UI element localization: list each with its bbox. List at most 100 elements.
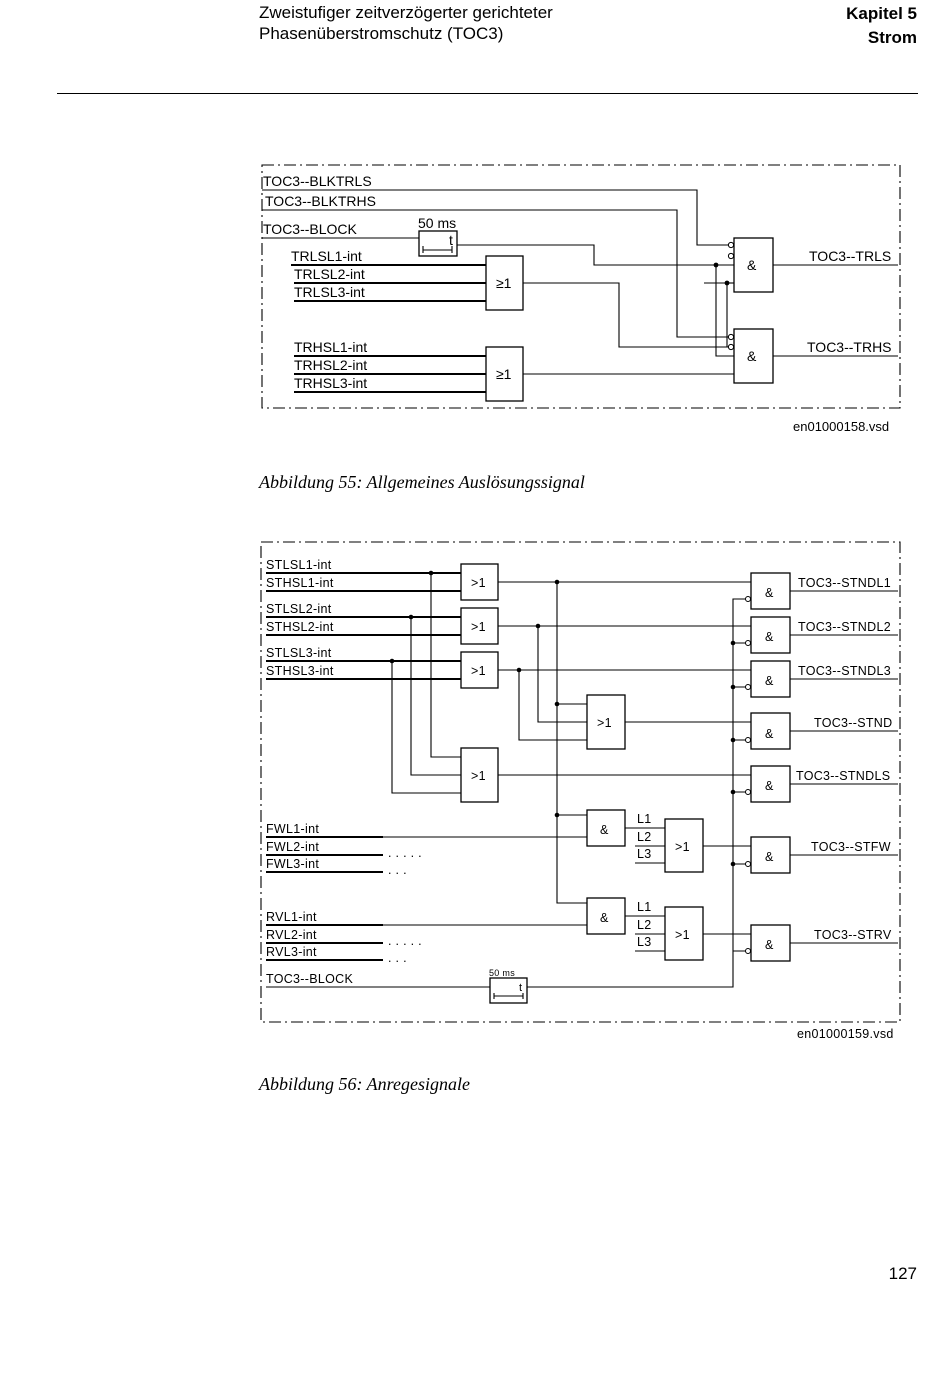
and-gate-trls-symbol: & (747, 257, 757, 273)
rv-phase-l2: L2 (637, 918, 652, 932)
label-fwl1: FWL1-int (266, 822, 319, 836)
or-gate-l1 (460, 563, 499, 601)
junction-d (554, 579, 560, 585)
negation-stnd (745, 737, 751, 743)
junction-c (389, 658, 395, 664)
or-gate-l3 (460, 651, 499, 689)
label-rvl1: RVL1-int (266, 910, 317, 924)
output-toc3-trhs: TOC3--TRHS (807, 339, 892, 355)
and-gate-stndl2 (750, 616, 791, 654)
negation-strv (745, 948, 751, 954)
wire-block-branches (733, 642, 751, 952)
or-gate-trls-symbol: ≥1 (496, 275, 512, 291)
or-gate-trhs-symbol: ≥1 (496, 366, 512, 382)
label-sthsl1: STHSL1-int (266, 576, 334, 590)
and-gate-stndl3 (750, 660, 791, 698)
wire-l3-to-or (518, 670, 587, 741)
and-gate-fw-l1-symbol: & (600, 823, 609, 837)
negation-2 (727, 252, 735, 260)
junction-e (535, 623, 541, 629)
and-gate-stfw (750, 836, 791, 874)
fw-phase-l2: L2 (637, 830, 652, 844)
wire-l1-trunk (556, 582, 587, 904)
wire-rv-phases (625, 915, 665, 952)
wire-fw-phases (625, 827, 665, 864)
label-trhsl3: TRHSL3-int (294, 375, 367, 391)
and-gate-trls (733, 237, 774, 293)
or-gate-stnd (586, 694, 626, 750)
junction-f (516, 667, 522, 673)
negation-stndls (745, 789, 751, 795)
header-title-line-2: Phasenüberstromschutz (TOC3) (259, 24, 504, 43)
wire-trlsl (291, 264, 486, 302)
label-fwl2: FWL2-int (266, 840, 319, 854)
and-gate-trhs-symbol: & (747, 348, 757, 364)
label-rvl2: RVL2-int (266, 928, 317, 942)
label-sthsl3: STHSL3-int (266, 664, 334, 678)
wire-outputs (790, 590, 898, 944)
timer-symbol (422, 246, 453, 253)
header-title-line-1: Zweistufiger zeitverzögerter gerichteter (259, 3, 553, 22)
junction-a (428, 570, 434, 576)
running-header-title: Zweistufiger zeitverzögerter gerichteter… (259, 2, 553, 44)
junction-m (730, 861, 736, 867)
and-gate-stndl1-symbol: & (765, 586, 774, 600)
figure-56-frame (260, 541, 901, 1023)
or-gate-fw-symbol: >1 (675, 840, 690, 854)
dots-fwl2: . . . . . (388, 846, 422, 860)
label-toc3-block: TOC3--BLOCK (263, 221, 358, 237)
timer-label: 50 ms (418, 215, 456, 231)
figure-55-frame (261, 164, 901, 409)
running-header-chapter: Kapitel 5 Strom (846, 2, 917, 50)
output-stnd: TOC3--STND (814, 716, 892, 730)
label-sthsl2: STHSL2-int (266, 620, 334, 634)
header-chapter: Kapitel 5 (846, 4, 917, 23)
wire-branch-stlsl1 (430, 573, 461, 758)
junction-1 (713, 262, 719, 268)
label-trhsl2: TRHSL2-int (294, 357, 367, 373)
figure-55-caption: Abbildung 55: Allgemeines Auslösungssign… (259, 472, 585, 492)
or-gate-trhs (485, 346, 524, 402)
figure-56-caption: Abbildung 56: Anregesignale (259, 1074, 470, 1094)
output-stndl3: TOC3--STNDL3 (798, 664, 891, 678)
label-stlsl2: STLSL2-int (266, 602, 332, 616)
wire-branch-stlsl3 (391, 661, 461, 794)
label-toc3-block-2: TOC3--BLOCK (266, 972, 353, 986)
label-trlsl2: TRLSL2-int (294, 266, 365, 282)
and-gate-stndls (750, 765, 791, 803)
or-gate-l1-symbol: >1 (471, 576, 486, 590)
wire-l2-to-or (537, 626, 587, 723)
junction-l (730, 789, 736, 795)
and-gate-fw-l1 (586, 809, 626, 847)
or-gate-l2-symbol: >1 (471, 620, 486, 634)
or-gate-ls-symbol: >1 (471, 769, 486, 783)
timer-50ms-2 (489, 977, 528, 1004)
junction-j (730, 684, 736, 690)
figure-56-file: en01000159.vsd (797, 1027, 894, 1041)
negation-stndl2 (745, 640, 751, 646)
output-toc3-trls: TOC3--TRLS (809, 248, 891, 264)
wire-trhsl (294, 355, 486, 393)
wire-l1-to-and (383, 836, 587, 926)
junction-g (554, 701, 560, 707)
and-gate-trhs (733, 328, 774, 384)
header-chapter-title: Strom (867, 28, 917, 47)
timer-t-2: t (519, 982, 522, 994)
negation-stndl1 (745, 596, 751, 602)
or-gate-l2 (460, 607, 499, 645)
page-number: 127 (888, 1264, 917, 1283)
wire-branch-stlsl2 (410, 617, 461, 776)
label-trlsl3: TRLSL3-int (294, 284, 365, 300)
figure-55-file: en01000158.vsd (793, 419, 889, 434)
label-stlsl3: STLSL3-int (266, 646, 332, 660)
junction-2 (724, 280, 730, 286)
or-gate-rv-symbol: >1 (675, 928, 690, 942)
output-stfw: TOC3--STFW (811, 840, 891, 854)
dots-rvl2: . . . . . (388, 934, 422, 948)
wire-blktrhs (262, 209, 734, 338)
negation-4 (727, 343, 735, 351)
rv-phase-l3: L3 (637, 935, 652, 949)
label-toc3-blktrhs: TOC3--BLKTRHS (265, 193, 376, 209)
negation-stndl3 (745, 684, 751, 690)
